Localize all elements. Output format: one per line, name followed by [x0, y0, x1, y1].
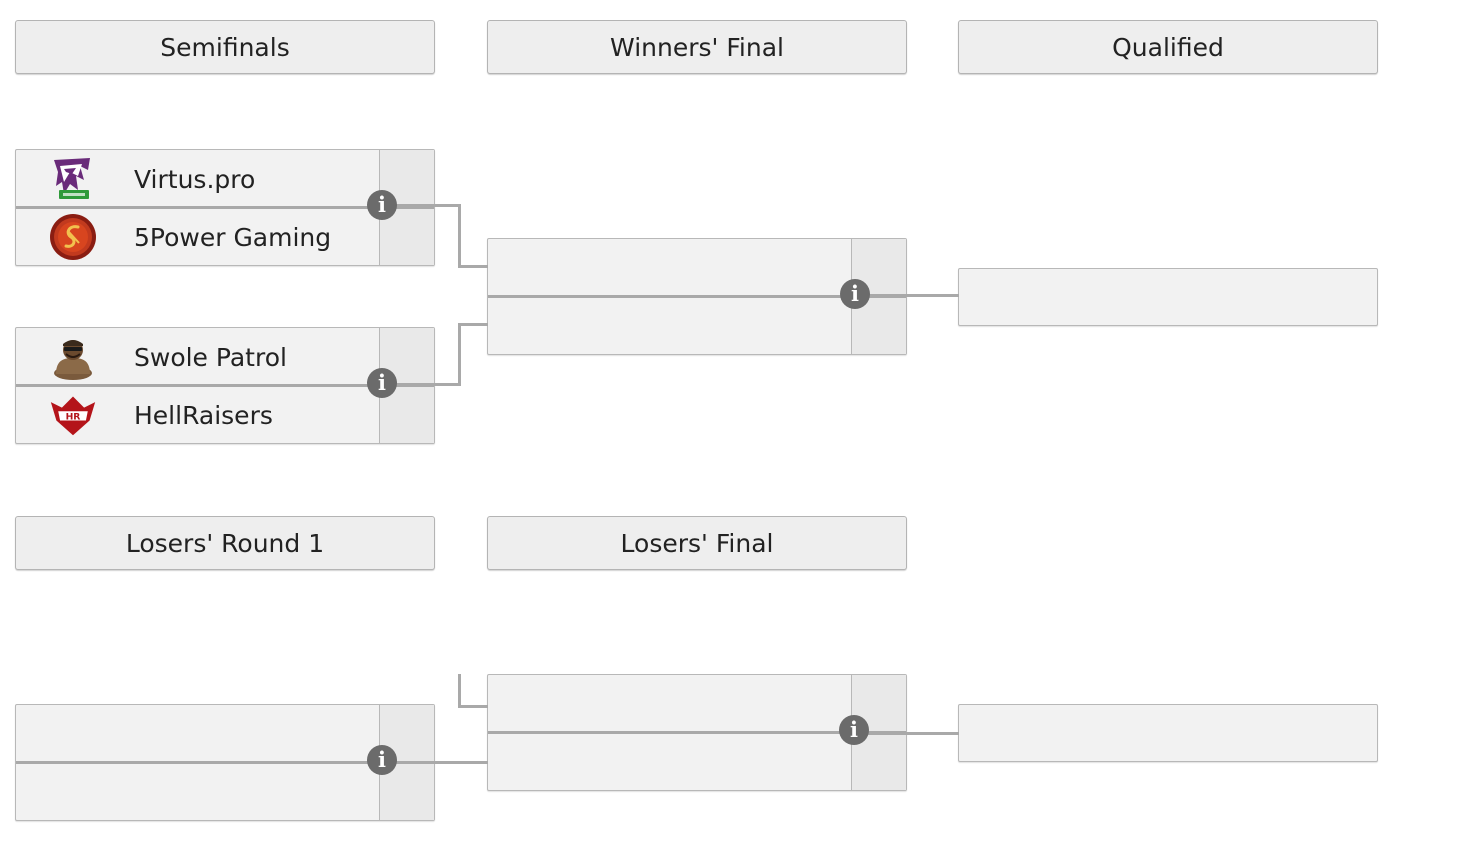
winners-final-match[interactable] — [487, 238, 907, 355]
header-qualified: Qualified — [958, 20, 1378, 74]
match-divider — [16, 384, 434, 387]
semifinal-match-1[interactable]: Virtus.pro 5Power Gaming — [15, 149, 435, 266]
bracket-connector — [458, 323, 461, 386]
virtus-pro-logo-icon — [49, 155, 97, 203]
bracket-connector — [396, 204, 461, 207]
match-info-icon[interactable]: i — [367, 368, 397, 398]
svg-text:HR: HR — [66, 412, 81, 423]
team-name: HellRaisers — [134, 400, 273, 430]
header-losers-final: Losers' Final — [487, 516, 907, 570]
match-divider — [16, 206, 434, 209]
match-info-icon[interactable]: i — [367, 745, 397, 775]
hellraisers-logo-icon: HR — [49, 391, 97, 439]
team-name: 5Power Gaming — [134, 222, 332, 252]
bracket-connector — [868, 732, 959, 735]
losers-final-match[interactable] — [487, 674, 907, 791]
bracket-connector — [458, 204, 461, 268]
swole-patrol-logo-icon — [49, 333, 97, 381]
team-name: Swole Patrol — [134, 342, 287, 372]
5power-gaming-logo-icon — [49, 213, 97, 261]
bracket-connector — [396, 383, 461, 386]
bracket-connector — [458, 265, 488, 268]
team-row[interactable]: Virtus.pro — [16, 150, 434, 208]
qualified-slot-lower — [958, 704, 1378, 762]
team-name: Virtus.pro — [134, 164, 256, 194]
header-winners-final: Winners' Final — [487, 20, 907, 74]
team-row[interactable]: HR HellRaisers — [16, 386, 434, 444]
bracket-connector — [868, 294, 959, 297]
bracket-connector — [458, 674, 461, 708]
match-divider — [488, 731, 906, 734]
qualified-slot-upper — [958, 268, 1378, 326]
header-losers-round-1: Losers' Round 1 — [15, 516, 435, 570]
semifinal-match-2[interactable]: Swole Patrol HR HellRaisers — [15, 327, 435, 444]
team-row[interactable]: Swole Patrol — [16, 328, 434, 386]
bracket-connector — [396, 761, 488, 764]
bracket-connector — [458, 705, 488, 708]
header-semifinals: Semifinals — [15, 20, 435, 74]
match-divider — [16, 761, 434, 764]
match-divider — [488, 295, 906, 298]
match-info-icon[interactable]: i — [840, 279, 870, 309]
match-info-icon[interactable]: i — [367, 190, 397, 220]
team-row[interactable]: 5Power Gaming — [16, 208, 434, 266]
match-info-icon[interactable]: i — [839, 715, 869, 745]
bracket-connector — [458, 323, 488, 326]
